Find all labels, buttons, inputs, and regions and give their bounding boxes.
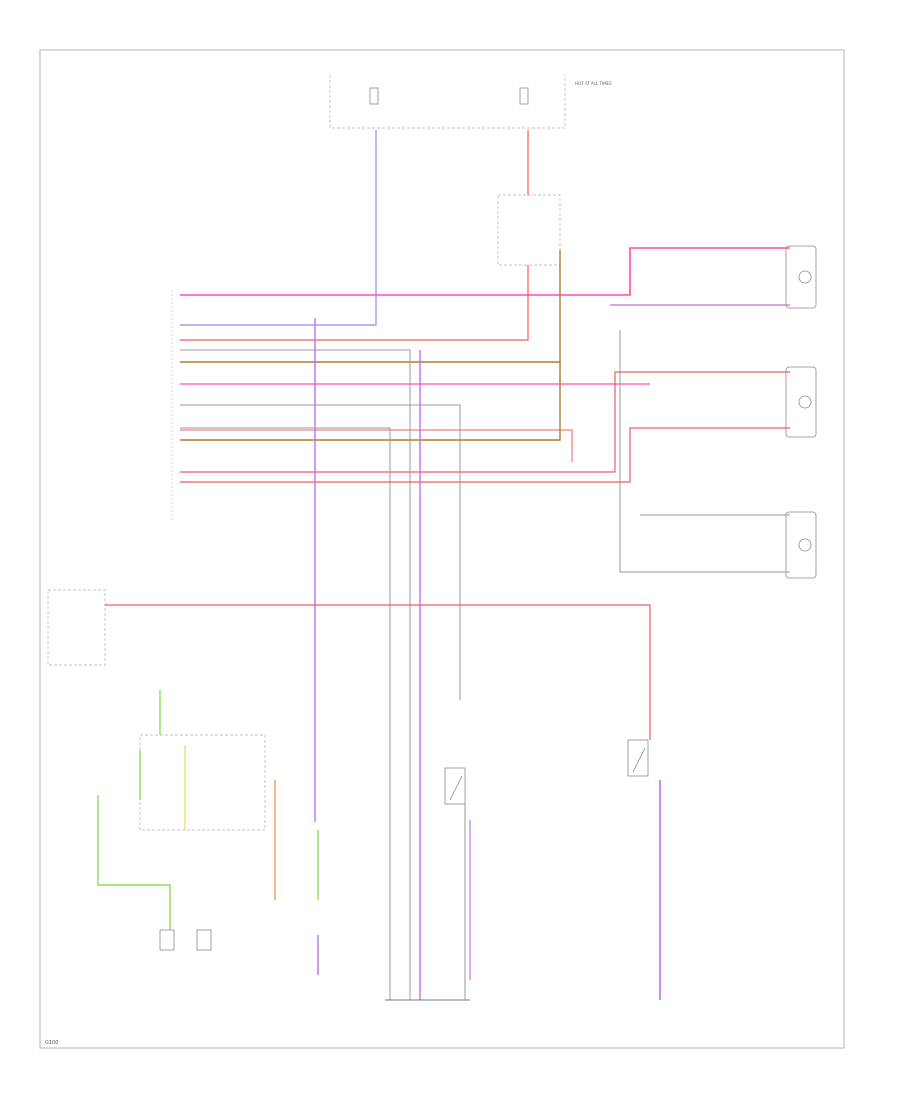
diagram-frame: [39, 49, 845, 1049]
fuse-left: [369, 87, 379, 105]
wire-group: [97, 130, 790, 1001]
fuse-panel: HOT AT ALL TIMES: [329, 75, 612, 129]
fuse-right: [519, 87, 529, 105]
left-front-sensor: [785, 366, 817, 438]
wire-gray-1: [180, 349, 411, 1000]
ground-label: G100: [45, 1040, 58, 1046]
wire-brown: [180, 250, 561, 363]
wire-red-parking: [105, 604, 651, 740]
left-sensor-module: [47, 589, 106, 666]
wire-gray-rear: [619, 330, 790, 573]
wire-pink-main: [180, 247, 790, 296]
right-front-sensor: [785, 245, 817, 309]
wire-red-center: [180, 265, 529, 341]
wire-green-3: [97, 795, 171, 930]
parking-brake-switch: [627, 739, 649, 777]
fuse-panel-label: HOT AT ALL TIMES: [575, 81, 612, 86]
center-connector: [497, 194, 561, 266]
rear-sensor: [785, 511, 817, 579]
wire-red-rr: [180, 429, 573, 462]
wire-brown-lower: [180, 362, 561, 441]
wire-gray-2: [180, 404, 461, 700]
wire-red-lf: [180, 371, 790, 473]
brake-switch: [444, 767, 466, 805]
wire-gray-3: [180, 427, 391, 1000]
wire-red-lf2: [180, 427, 790, 483]
junction-module: [139, 734, 266, 951]
wire-blue: [180, 130, 377, 326]
